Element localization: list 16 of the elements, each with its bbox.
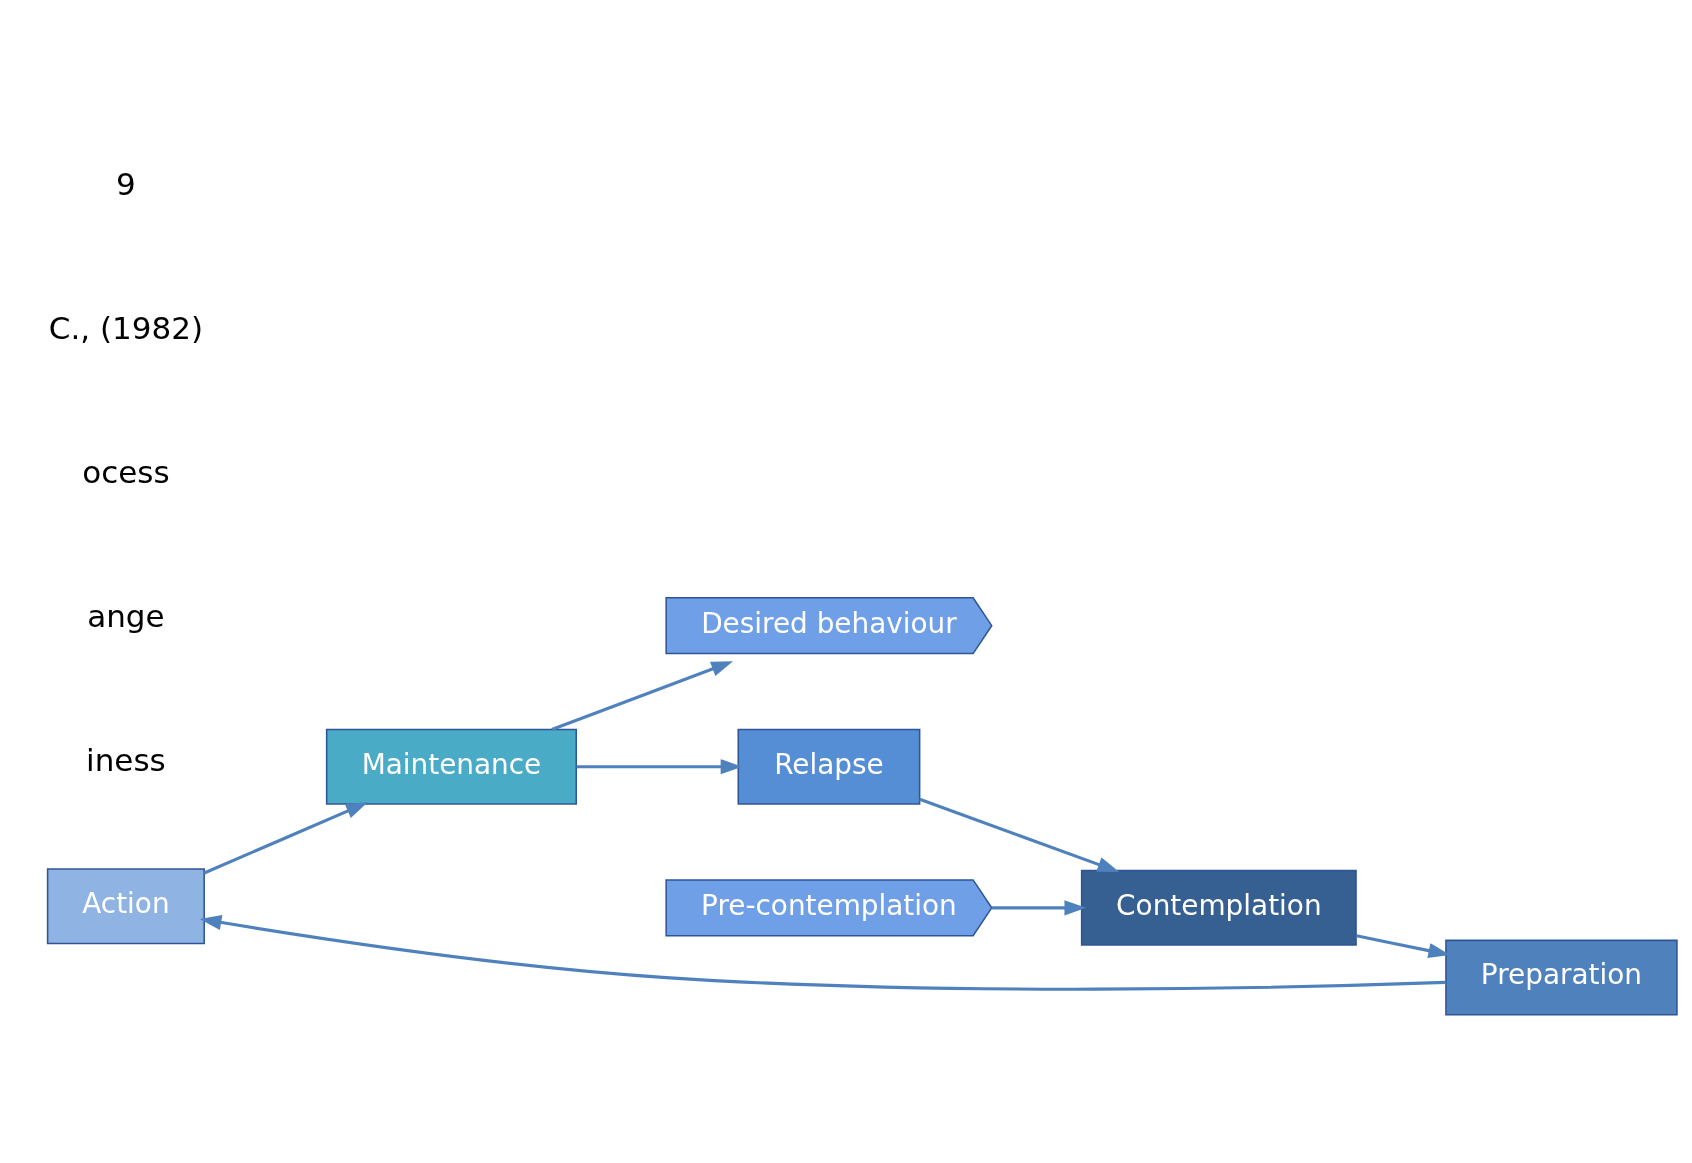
arrow	[919, 797, 1120, 873]
arrow	[199, 914, 1446, 991]
arrow	[991, 900, 1087, 916]
label: 9	[116, 165, 136, 202]
arrow	[576, 759, 743, 775]
arrow	[203, 802, 368, 875]
label: ocess	[82, 454, 170, 491]
node-box: Relapse	[737, 728, 921, 805]
node-box: Preparation	[1445, 939, 1678, 1016]
arrow	[551, 661, 733, 731]
node-box: Contemplation	[1080, 869, 1357, 946]
label: C., (1982)	[48, 309, 204, 346]
label: ange	[87, 598, 165, 635]
label: iness	[86, 742, 166, 779]
node-box: Action	[46, 868, 205, 945]
node-box: Maintenance	[325, 728, 578, 805]
